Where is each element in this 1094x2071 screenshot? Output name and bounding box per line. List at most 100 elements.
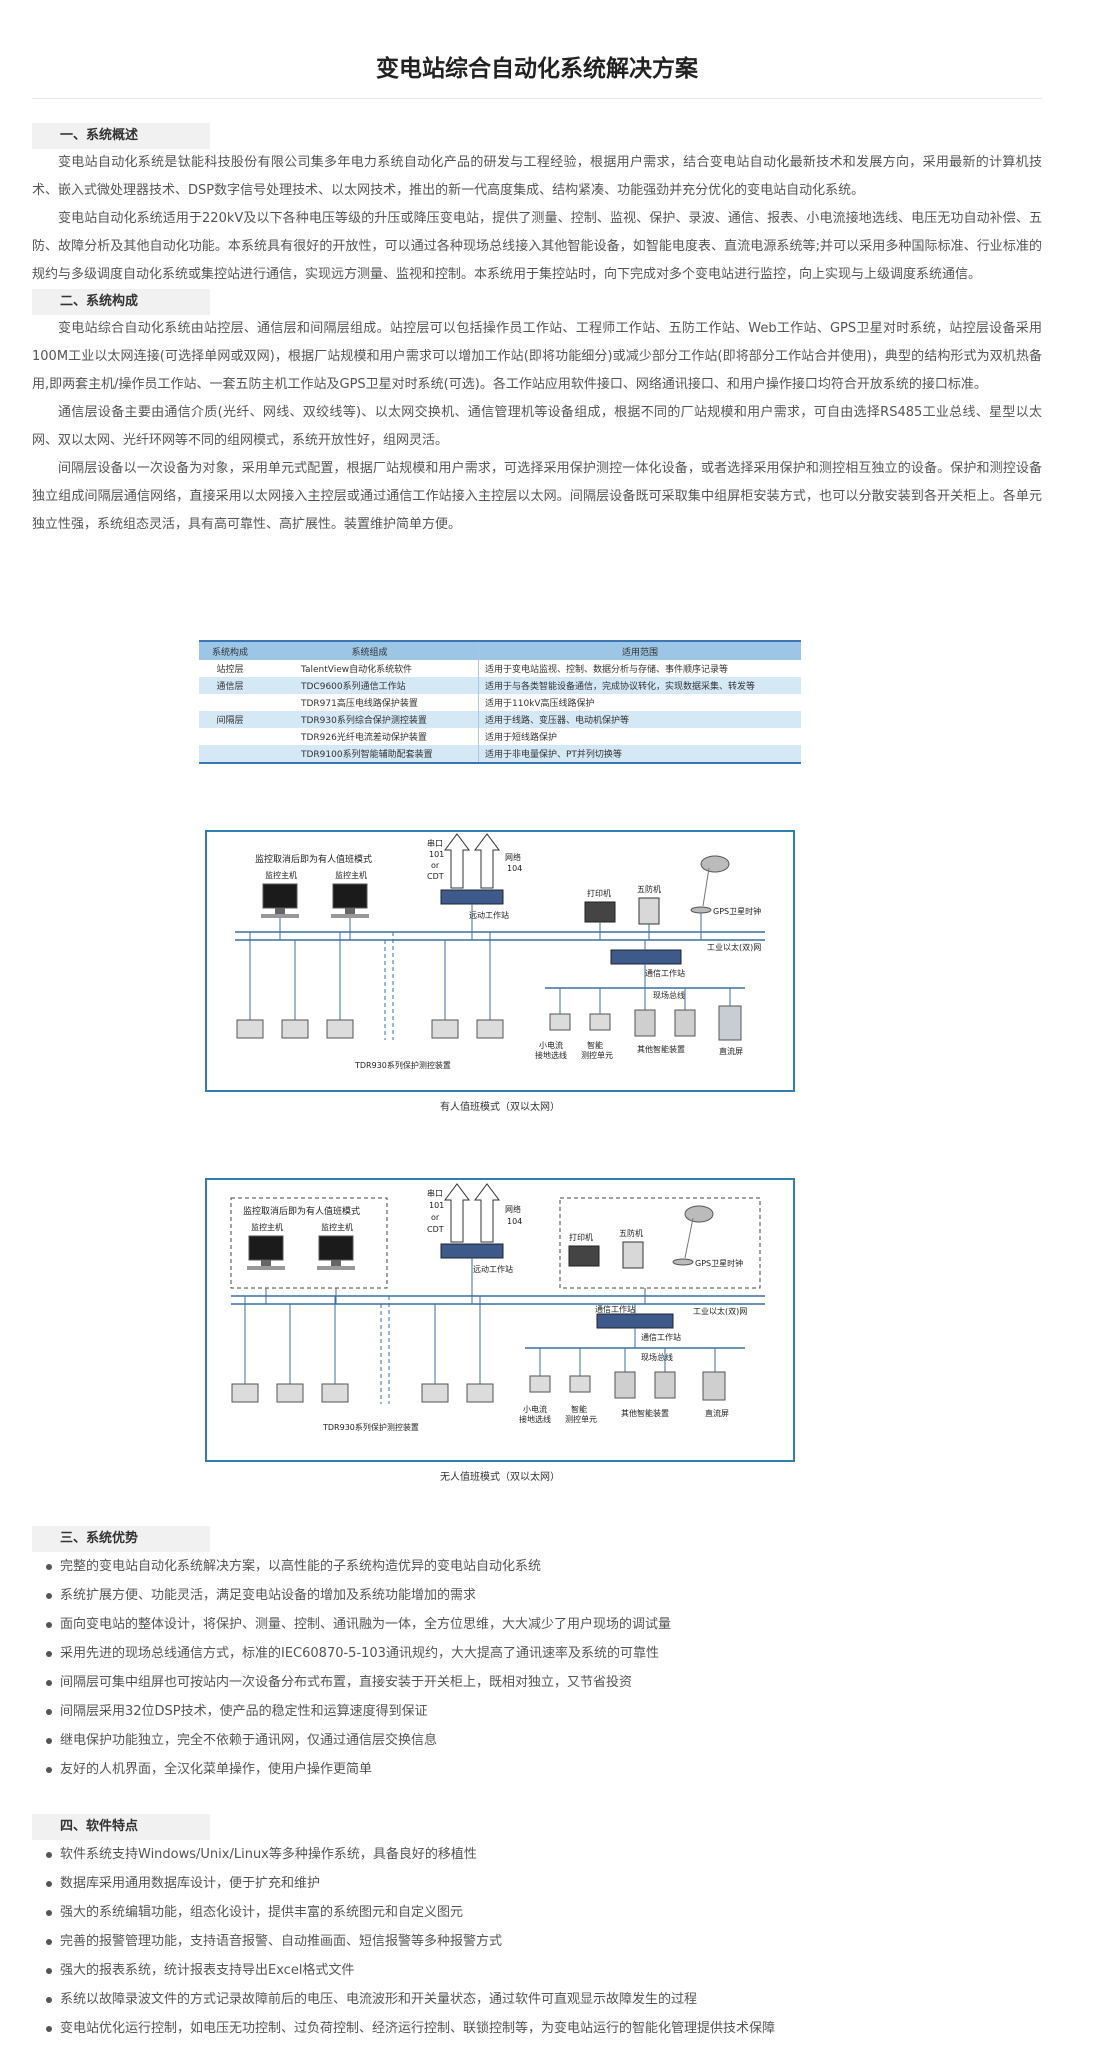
port-label: 101: [429, 850, 444, 859]
table-cell: 适用于线路、变压器、电动机保护等: [478, 711, 801, 728]
remote-station-icon: [440, 1243, 504, 1259]
printer-icon: [584, 901, 616, 923]
list-item: 变电站优化运行控制，如电压无功控制、过负荷控制、经济运行控制、联锁控制等，为变电…: [32, 2014, 1042, 2043]
group-label: 监控取消后即为有人值班模式: [243, 1205, 360, 1217]
table-cell: 适用于非电量保护、PT并列切换等: [478, 745, 801, 763]
smart-unit-label: 测控单元: [581, 1050, 613, 1060]
port-label: 104: [507, 1217, 522, 1226]
section-heading-software: 四、软件特点: [32, 1814, 210, 1840]
small-current-label: 接地选线: [519, 1414, 551, 1424]
monitor-group-box: [230, 1197, 388, 1289]
dc-panel-label: 直流屏: [719, 1046, 743, 1056]
diagram-caption: 有人值班模式（双以太网）: [440, 1102, 560, 1113]
comm-station-label: 通信工作站: [641, 1332, 681, 1342]
aux-group-box: [559, 1197, 761, 1289]
dc-panel-label: 直流屏: [705, 1408, 729, 1418]
list-item: 间隔层采用32位DSP技术，使产品的稳定性和运算速度得到保证: [32, 1697, 1042, 1726]
table-cell: TDR9100系列智能辅助配套装置: [261, 745, 479, 763]
field-device-icons: [529, 1348, 726, 1401]
list-item: 面向变电站的整体设计，将保护、测量、控制、通讯融为一体，全方位思维，大大减少了用…: [32, 1610, 1042, 1639]
small-current-label: 小电流: [539, 1040, 563, 1050]
comm-station-label: 通信工作站: [645, 968, 685, 978]
port-label: 104: [507, 864, 522, 873]
ethernet-label: 工业以太(双)网: [707, 942, 761, 952]
port-label: 网络: [505, 852, 521, 862]
remote-station-icon: [440, 889, 504, 905]
gps-label: GPS卫星时钟: [695, 1258, 743, 1268]
protection-device-icons: [236, 932, 504, 1040]
field-bus-label: 现场总线: [641, 1352, 673, 1362]
table-cell: 适用于110kV高压线路保护: [478, 694, 801, 711]
diagram-unattended-mode: 监控取消后即为有人值班模式 监控主机 监控主机 串口 101 or CDT 网络…: [205, 1178, 795, 1483]
small-current-label: 接地选线: [535, 1050, 567, 1060]
satellite-dish-icon: [684, 1205, 714, 1259]
table-cell: [199, 745, 261, 763]
smart-unit-label: 智能: [587, 1040, 603, 1050]
advantages-list: 完整的变电站自动化系统解决方案，以高性能的子系统构造优异的变电站自动化系统 系统…: [32, 1552, 1042, 1784]
port-label: CDT: [427, 872, 444, 881]
system-composition-table: 系统构成 系统组成 适用范围 站控层 TalentView自动化系统软件 适用于…: [199, 640, 801, 764]
table-cell: TDR926光纤电流差动保护装置: [261, 728, 479, 745]
table-cell: [199, 728, 261, 745]
port-label: 网络: [505, 1204, 521, 1214]
composition-paragraph-3: 间隔层设备以一次设备为对象，采用单元式配置，根据厂站规模和用户需求，可选择采用保…: [32, 461, 1042, 532]
host-label: 监控主机: [251, 1222, 283, 1232]
table-row: TDR9100系列智能辅助配套装置 适用于非电量保护、PT并列切换等: [199, 745, 801, 763]
diagram-frame: [205, 830, 795, 1092]
port-label: 串口: [427, 1189, 443, 1198]
other-devices-label: 其他智能装置: [637, 1044, 685, 1054]
small-current-label: 小电流: [523, 1404, 547, 1414]
diagram-caption: 无人值班模式（双以太网）: [440, 1472, 560, 1483]
section-heading-composition: 二、系统构成: [32, 289, 210, 315]
five-prevention-icon: [638, 897, 660, 925]
gps-clock-icon: [672, 1258, 694, 1266]
table-header: 系统构成: [199, 641, 261, 660]
table-header: 系统组成: [261, 641, 479, 660]
overview-paragraph-2: 变电站自动化系统适用于220kV及以下各种电压等级的升压或降压变电站，提供了测量…: [32, 211, 1042, 282]
list-item: 软件系统支持Windows/Unix/Linux等多种操作系统，具备良好的移植性: [32, 1840, 1042, 1869]
list-item: 完善的报警管理功能，支持语音报警、自动推画面、短信报警等多种报警方式: [32, 1927, 1042, 1956]
software-section: 四、软件特点 软件系统支持Windows/Unix/Linux等多种操作系统，具…: [32, 1814, 1042, 2043]
table-cell: 适用于与各类智能设备通信，完成协议转化，实现数据采集、转发等: [478, 677, 801, 694]
port-label: 101: [429, 1201, 444, 1210]
list-item: 强大的系统编辑功能，组态化设计，提供丰富的系统图元和自定义图元: [32, 1898, 1042, 1927]
host-label: 监控主机: [265, 870, 297, 880]
field-bus-label: 现场总线: [653, 990, 685, 1000]
protection-devices-label: TDR930系列保护测控装置: [322, 1422, 419, 1432]
composition-paragraph-2: 通信层设备主要由通信介质(光纤、网线、双绞线等)、以太网交换机、通信管理机等设备…: [32, 405, 1042, 448]
comm-station-icon: [610, 949, 682, 965]
gps-clock-icon: [690, 906, 712, 914]
remote-station-label: 远动工作站: [473, 1264, 513, 1274]
software-list: 软件系统支持Windows/Unix/Linux等多种操作系统，具备良好的移植性…: [32, 1840, 1042, 2043]
advantages-section: 三、系统优势 完整的变电站自动化系统解决方案，以高性能的子系统构造优异的变电站自…: [32, 1526, 1042, 1784]
table-cell: TalentView自动化系统软件: [261, 660, 479, 677]
table-row: 通信层 TDC9600系列通信工作站 适用于与各类智能设备通信，完成协议转化，实…: [199, 677, 801, 694]
table-row: TDR971高压电线路保护装置 适用于110kV高压线路保护: [199, 694, 801, 711]
list-item: 完整的变电站自动化系统解决方案，以高性能的子系统构造优异的变电站自动化系统: [32, 1552, 1042, 1581]
list-item: 强大的报表系统，统计报表支持导出Excel格式文件: [32, 1956, 1042, 1985]
table-cell: TDR971高压电线路保护装置: [261, 694, 479, 711]
table-cell: 适用于短线路保护: [478, 728, 801, 745]
composition-paragraph-1: 变电站综合自动化系统由站控层、通信层和间隔层组成。站控层可以包括操作员工作站、工…: [32, 321, 1042, 392]
other-devices-label: 其他智能装置: [621, 1408, 669, 1418]
diagram-frame: [205, 1178, 795, 1462]
five-prevention-label: 五防机: [619, 1228, 643, 1238]
network-diagram: 监控取消后即为有人值班模式 监控主机 监控主机 串口 101 or CDT 网络…: [205, 830, 795, 1092]
gps-label: GPS卫星时钟: [713, 906, 761, 916]
upload-arrow-icon: [444, 1183, 500, 1243]
list-item: 采用先进的现场总线通信方式，标准的IEC60870-5-103通讯规约，大大提高…: [32, 1639, 1042, 1668]
five-prevention-icon: [622, 1241, 644, 1269]
field-device-icons: [549, 988, 742, 1041]
list-item: 数据库采用通用数据库设计，便于扩充和维护: [32, 1869, 1042, 1898]
port-label: CDT: [427, 1225, 444, 1234]
table-cell: [199, 694, 261, 711]
list-item: 继电保护功能独立，完全不依赖于通讯网，仅通过通信层交换信息: [32, 1726, 1042, 1755]
satellite-dish-icon: [700, 855, 730, 907]
monitor-host-icon: [247, 1235, 285, 1270]
table-cell: 站控层: [199, 660, 261, 677]
section-heading-overview: 一、系统概述: [32, 123, 210, 149]
port-label: or: [431, 1213, 440, 1222]
table-header-row: 系统构成 系统组成 适用范围: [199, 641, 801, 660]
list-item: 系统以故障录波文件的方式记录故障前后的电压、电流波形和开关量状态，通过软件可直观…: [32, 1985, 1042, 2014]
monitor-host-icon: [261, 883, 299, 918]
